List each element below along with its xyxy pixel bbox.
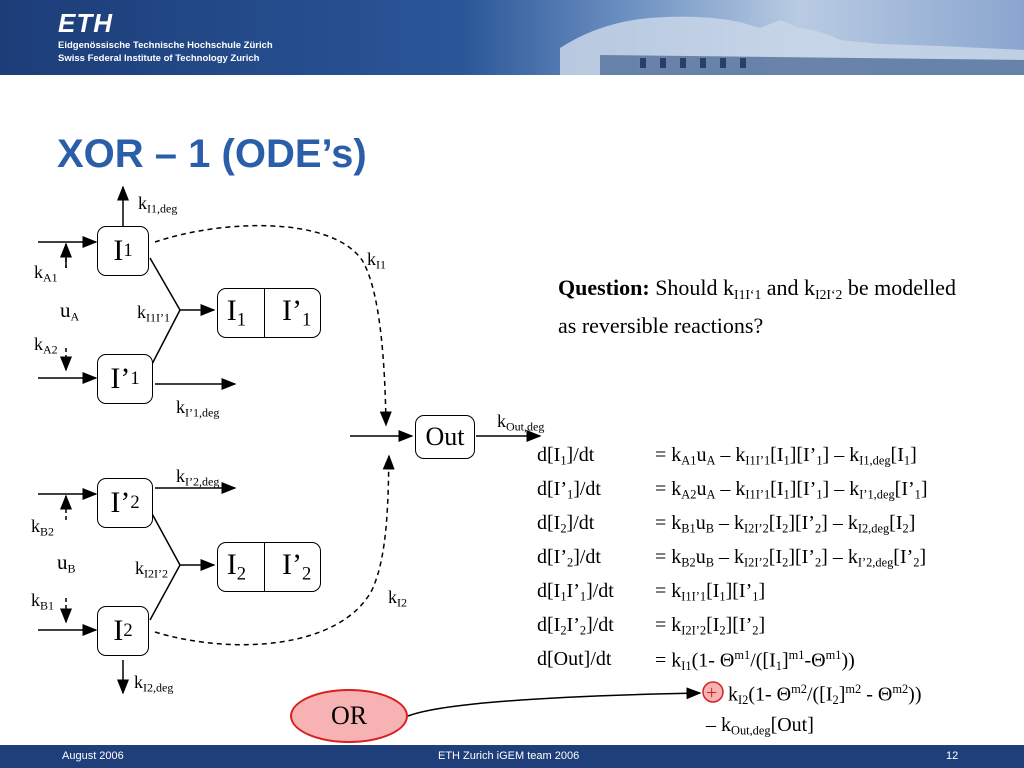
institution-name-de: Eidgenössische Technische Hochschule Zür…	[58, 40, 273, 51]
equation-dI2prime: d[I’2]/dt= kB2uB – kI2I’2[I2][I’2] – kI’…	[537, 546, 927, 570]
page-number: 12	[946, 750, 959, 762]
building-silhouette	[560, 16, 1024, 75]
question-text: Question: Should kI1I‘1 and kI2I‘2 be mo…	[558, 275, 956, 339]
label-uB: uB	[57, 550, 76, 576]
equation-dI1: d[I1]/dt= kA1uA – kI1I’1[I1][I’1] – kI1,…	[537, 444, 917, 468]
label-kI1deg: kI1,deg	[138, 193, 178, 216]
slide-title: XOR – 1 (ODE’s)	[57, 132, 367, 176]
label-kB1: kB1	[31, 590, 55, 613]
label-kI2: kI2	[388, 587, 407, 610]
plus-marker	[702, 681, 724, 703]
label-kI2deg: kI2,deg	[134, 672, 174, 695]
label-uA: uA	[60, 298, 80, 324]
label-kI1: kI1	[367, 249, 386, 272]
node-I1prime: I’1	[97, 354, 153, 404]
header-banner: ETH Eidgenössische Technische Hochschule…	[0, 0, 1024, 75]
equation-dOut-line2: kI2(1- Θm2/([I2]m2 - Θm2))	[728, 682, 922, 708]
equation-dI1prime: d[I’1]/dt= kA2uA – kI1I’1[I1][I’1] – kI’…	[537, 478, 928, 502]
node-I2prime: I’2	[97, 478, 153, 528]
label-kIprime1deg: kI’1,deg	[176, 397, 220, 420]
equation-dI1I1prime: d[I1I’1]/dt= kI1I’1[I1][I’1]	[537, 580, 766, 604]
label-kI2I2prime: kI2I’2	[135, 558, 168, 581]
equation-dOut: d[Out]/dt= kI1(1- Θm1/([I1]m1-Θm1))	[537, 648, 855, 674]
label-kA1: kA1	[34, 262, 58, 285]
svg-text:+: +	[706, 682, 717, 704]
equation-dI2: d[I2]/dt= kB1uB – kI2I’2[I2][I’2] – kI2,…	[537, 512, 916, 536]
footer-bar: August 2006 ETH Zurich iGEM team 2006 12	[0, 745, 1024, 768]
label-kOutdeg: kOut,deg	[497, 411, 545, 434]
eth-logo: ETH	[58, 8, 113, 38]
equation-dOut-line3: – kOut,deg[Out]	[706, 714, 814, 738]
label-kI1I1prime: kI1I’1	[137, 302, 170, 325]
label-kB2: kB2	[31, 516, 55, 539]
node-out: Out	[415, 415, 475, 459]
label-kA2: kA2	[34, 334, 58, 357]
footer-date: August 2006	[62, 750, 124, 762]
equation-dI2I2prime: d[I2I’2]/dt= kI2I’2[I2][I’2]	[537, 614, 766, 638]
question-label: Question:	[558, 275, 650, 300]
or-gate: OR	[290, 689, 408, 743]
footer-team: ETH Zurich iGEM team 2006	[438, 750, 580, 762]
label-kIprime2deg: kI’2,deg	[176, 466, 220, 489]
institution-name-en: Swiss Federal Institute of Technology Zu…	[58, 53, 260, 64]
